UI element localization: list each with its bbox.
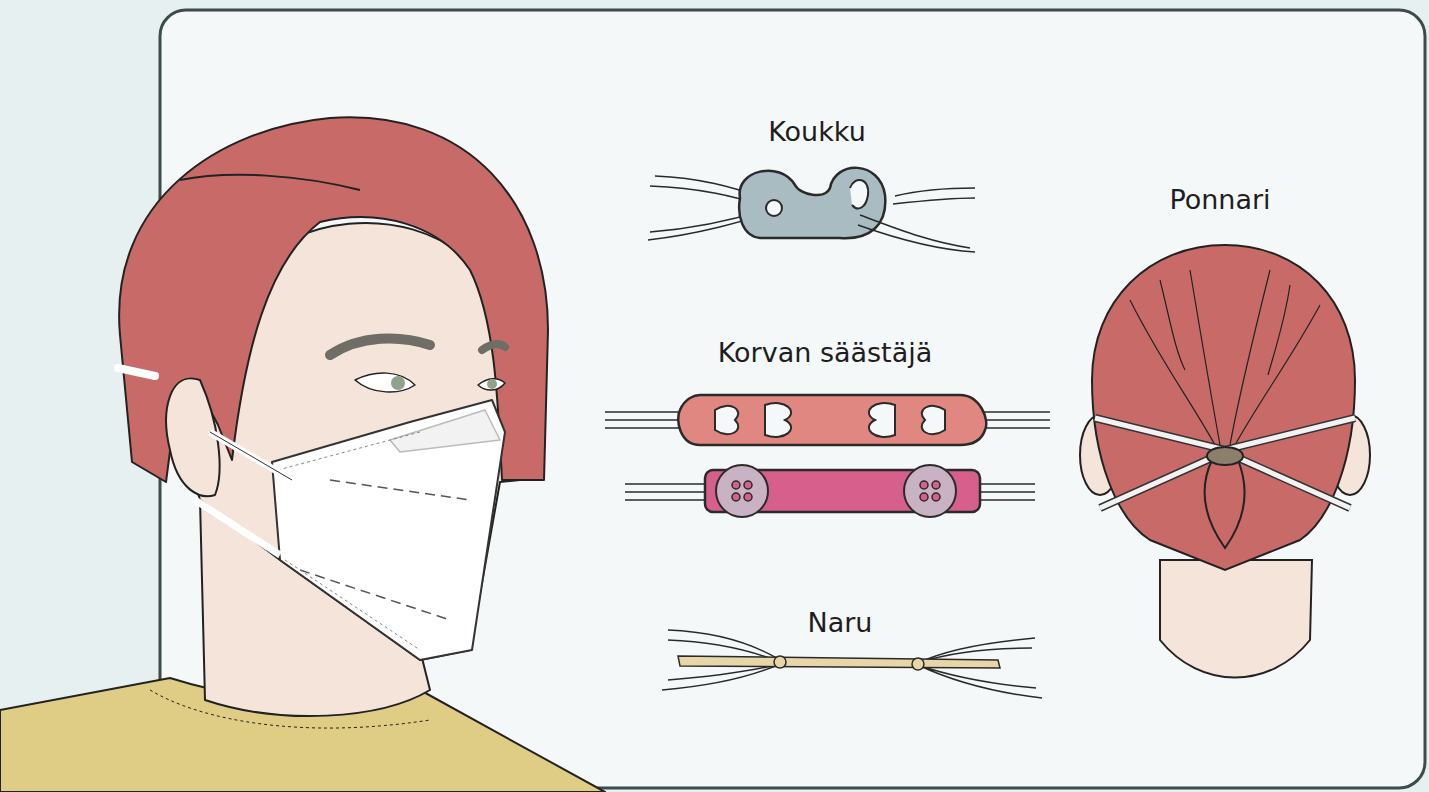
item-label: Ponnari xyxy=(1169,185,1270,215)
item-label: Korvan säästäjä xyxy=(718,338,933,368)
item-label: Koukku xyxy=(768,117,866,147)
ear-saver-accessory xyxy=(605,395,1050,517)
hook-accessory xyxy=(648,168,975,252)
woman-figure xyxy=(0,117,605,792)
ponytail-head xyxy=(1080,245,1370,678)
string-accessory xyxy=(662,630,1042,698)
item-label: Naru xyxy=(808,608,873,638)
